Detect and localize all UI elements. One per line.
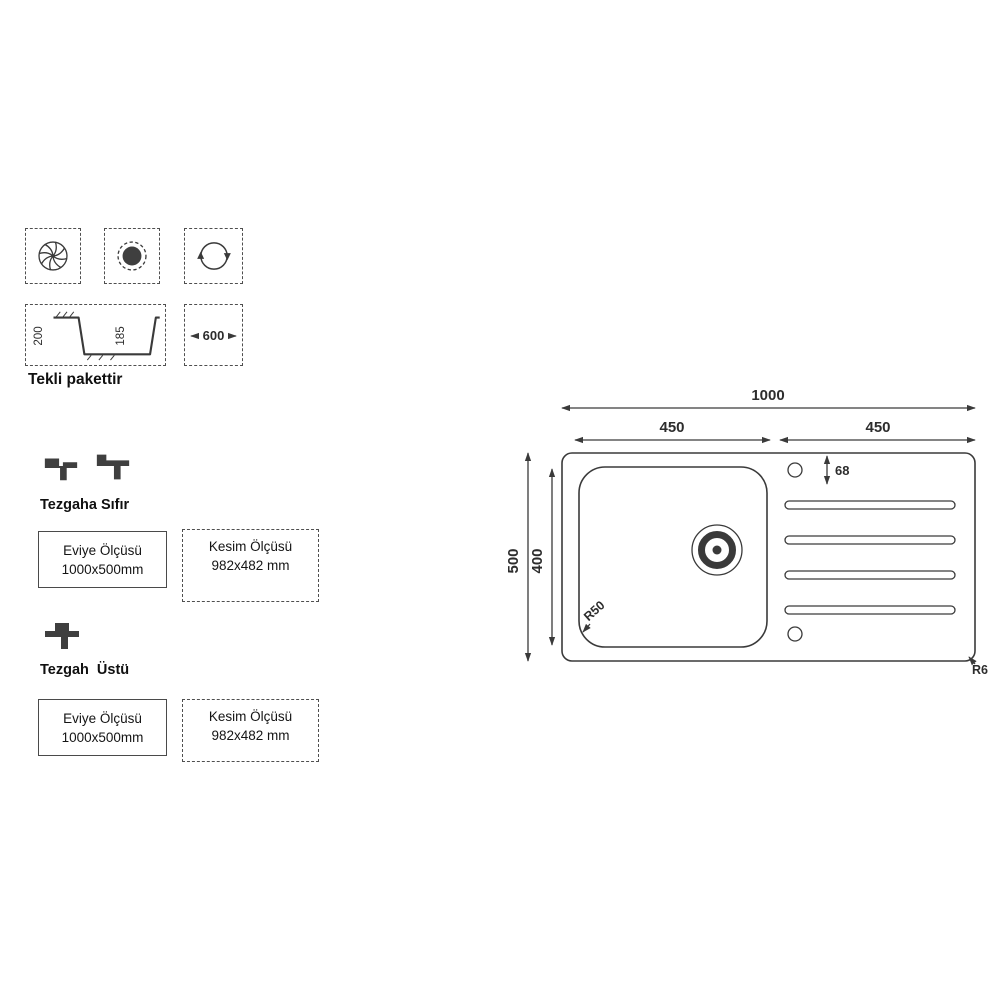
eviye-title: Eviye Ölçüsü [63, 542, 142, 558]
dim-overall-width-label: 1000 [751, 387, 784, 404]
bowl-radius-label: R50 [581, 598, 607, 624]
drainboard-groove [784, 500, 956, 510]
feature-box-swirl [25, 228, 81, 284]
eviye-title: Eviye Ölçüsü [63, 710, 142, 726]
cabinet-width-label: 600 [203, 328, 225, 343]
kesim-value: 982x482 mm [211, 728, 290, 743]
width-dim-icon: 600 [190, 328, 237, 343]
tap-hole-top [787, 462, 803, 478]
kesim-title: Kesim Ölçüsü [208, 709, 293, 724]
eviye-value: 1000x500mm [61, 561, 144, 577]
rotation-arrows-icon [196, 242, 231, 270]
section-profile-box: 200 185 [25, 304, 166, 366]
dim-68-label: 68 [835, 463, 849, 478]
cabinet-width-box: 600 [184, 304, 243, 366]
flush-mount-icon-1 [44, 458, 78, 481]
drainboard-groove [784, 605, 956, 615]
sink-outline [561, 452, 976, 662]
section-height-label: 200 [33, 326, 45, 345]
bowl-profile-line [53, 316, 160, 356]
eviye-value: 1000x500mm [61, 729, 144, 745]
dim-right-450-label: 450 [865, 419, 890, 436]
sink-section-icon: 200 185 [33, 311, 160, 361]
drain-ring [698, 531, 736, 569]
kesim-value: 982x482 mm [211, 558, 290, 573]
package-note: Tekli pakettir [28, 371, 123, 388]
sink-technical-drawing: 1000 450 450 500 400 68 R50 R6 [505, 387, 988, 677]
eviye-size-box-flush: Eviye Ölçüsü 1000x500mm [38, 531, 167, 588]
drainboard-groove [784, 570, 956, 580]
drain-swirl-icon [38, 241, 68, 271]
kesim-title: Kesim Ölçüsü [208, 539, 293, 554]
kesim-size-box-flush: Kesim Ölçüsü 982x482 mm [182, 529, 319, 602]
kesim-size-box-overmount: Kesim Ölçüsü 982x482 mm [182, 699, 319, 762]
overmount-icon [45, 623, 79, 649]
feature-box-hole [104, 228, 160, 284]
eviye-size-box-overmount: Eviye Ölçüsü 1000x500mm [38, 699, 167, 756]
section-depth-label: 185 [115, 326, 127, 345]
outer-radius-label: R6 [972, 663, 988, 677]
sink-bowl [578, 466, 768, 648]
feature-box-reversible [184, 228, 243, 284]
r6-leader-arrow [968, 656, 977, 666]
mount-label-overmount: Tezgah Üstü [40, 662, 130, 678]
dim-400-label: 400 [529, 548, 546, 573]
tap-hole-bottom [787, 626, 803, 642]
flush-mount-icon-2 [96, 454, 130, 480]
mount-label-flush: Tezgaha Sıfır [40, 497, 130, 513]
dim-500-label: 500 [505, 548, 522, 573]
drain-outer-circle [691, 524, 743, 576]
drainboard-groove [784, 535, 956, 545]
drain-hole-icon [117, 241, 147, 271]
r50-leader-arrow [582, 623, 591, 633]
dim-left-450-label: 450 [659, 419, 684, 436]
drain-center-dot [712, 545, 722, 555]
